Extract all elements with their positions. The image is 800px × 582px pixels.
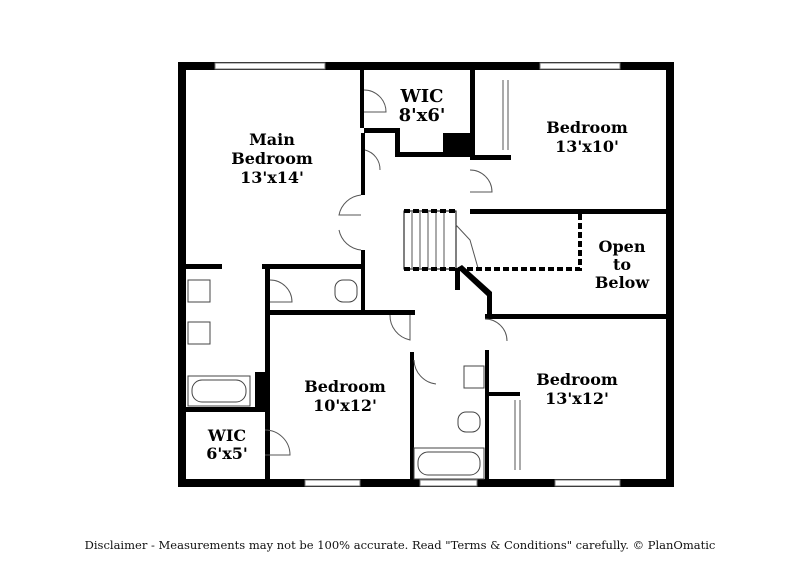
room-name: Bedroom	[304, 377, 386, 396]
room-name: Bedroom	[536, 370, 618, 389]
door-swings	[264, 80, 521, 470]
room-name: WIC	[400, 86, 444, 107]
room-label-bedroom-bottom-right: Bedroom 13'x12'	[536, 370, 618, 408]
room-name: Bedroom	[231, 149, 313, 168]
room-label-main-bedroom: Main Bedroom 13'x14'	[231, 130, 313, 187]
room-dimensions: 8'x6'	[399, 105, 446, 126]
room-label-bedroom-top-right: Bedroom 13'x10'	[546, 118, 628, 156]
room-label-bedroom-center: Bedroom 10'x12'	[304, 377, 386, 415]
windows	[214, 62, 621, 487]
disclaimer-text: Disclaimer - Measurements may not be 100…	[84, 538, 716, 552]
room-name: Below	[595, 273, 650, 292]
room-dimensions: 13'x10'	[555, 137, 619, 156]
floor-plan: Main Bedroom 13'x14' WIC 8'x6' Bedroom 1…	[178, 62, 674, 487]
staircase	[403, 209, 582, 271]
interior-walls	[186, 70, 666, 480]
room-dimensions: 6'x5'	[206, 444, 248, 463]
room-name: Bedroom	[546, 118, 628, 137]
room-label-open-to-below: Open to Below	[595, 237, 650, 292]
bath-fixtures	[187, 279, 485, 480]
room-name: Open	[599, 237, 646, 256]
room-label-wic-top: WIC 8'x6'	[399, 86, 446, 126]
room-name: Main	[249, 130, 295, 149]
room-dimensions: 13'x14'	[240, 168, 304, 187]
room-name: to	[613, 255, 631, 274]
room-dimensions: 13'x12'	[545, 389, 609, 408]
room-name: WIC	[207, 426, 246, 445]
diagonal-wall	[457, 265, 492, 296]
room-label-wic-bottom: WIC 6'x5'	[206, 426, 248, 463]
room-dimensions: 10'x12'	[313, 396, 377, 415]
